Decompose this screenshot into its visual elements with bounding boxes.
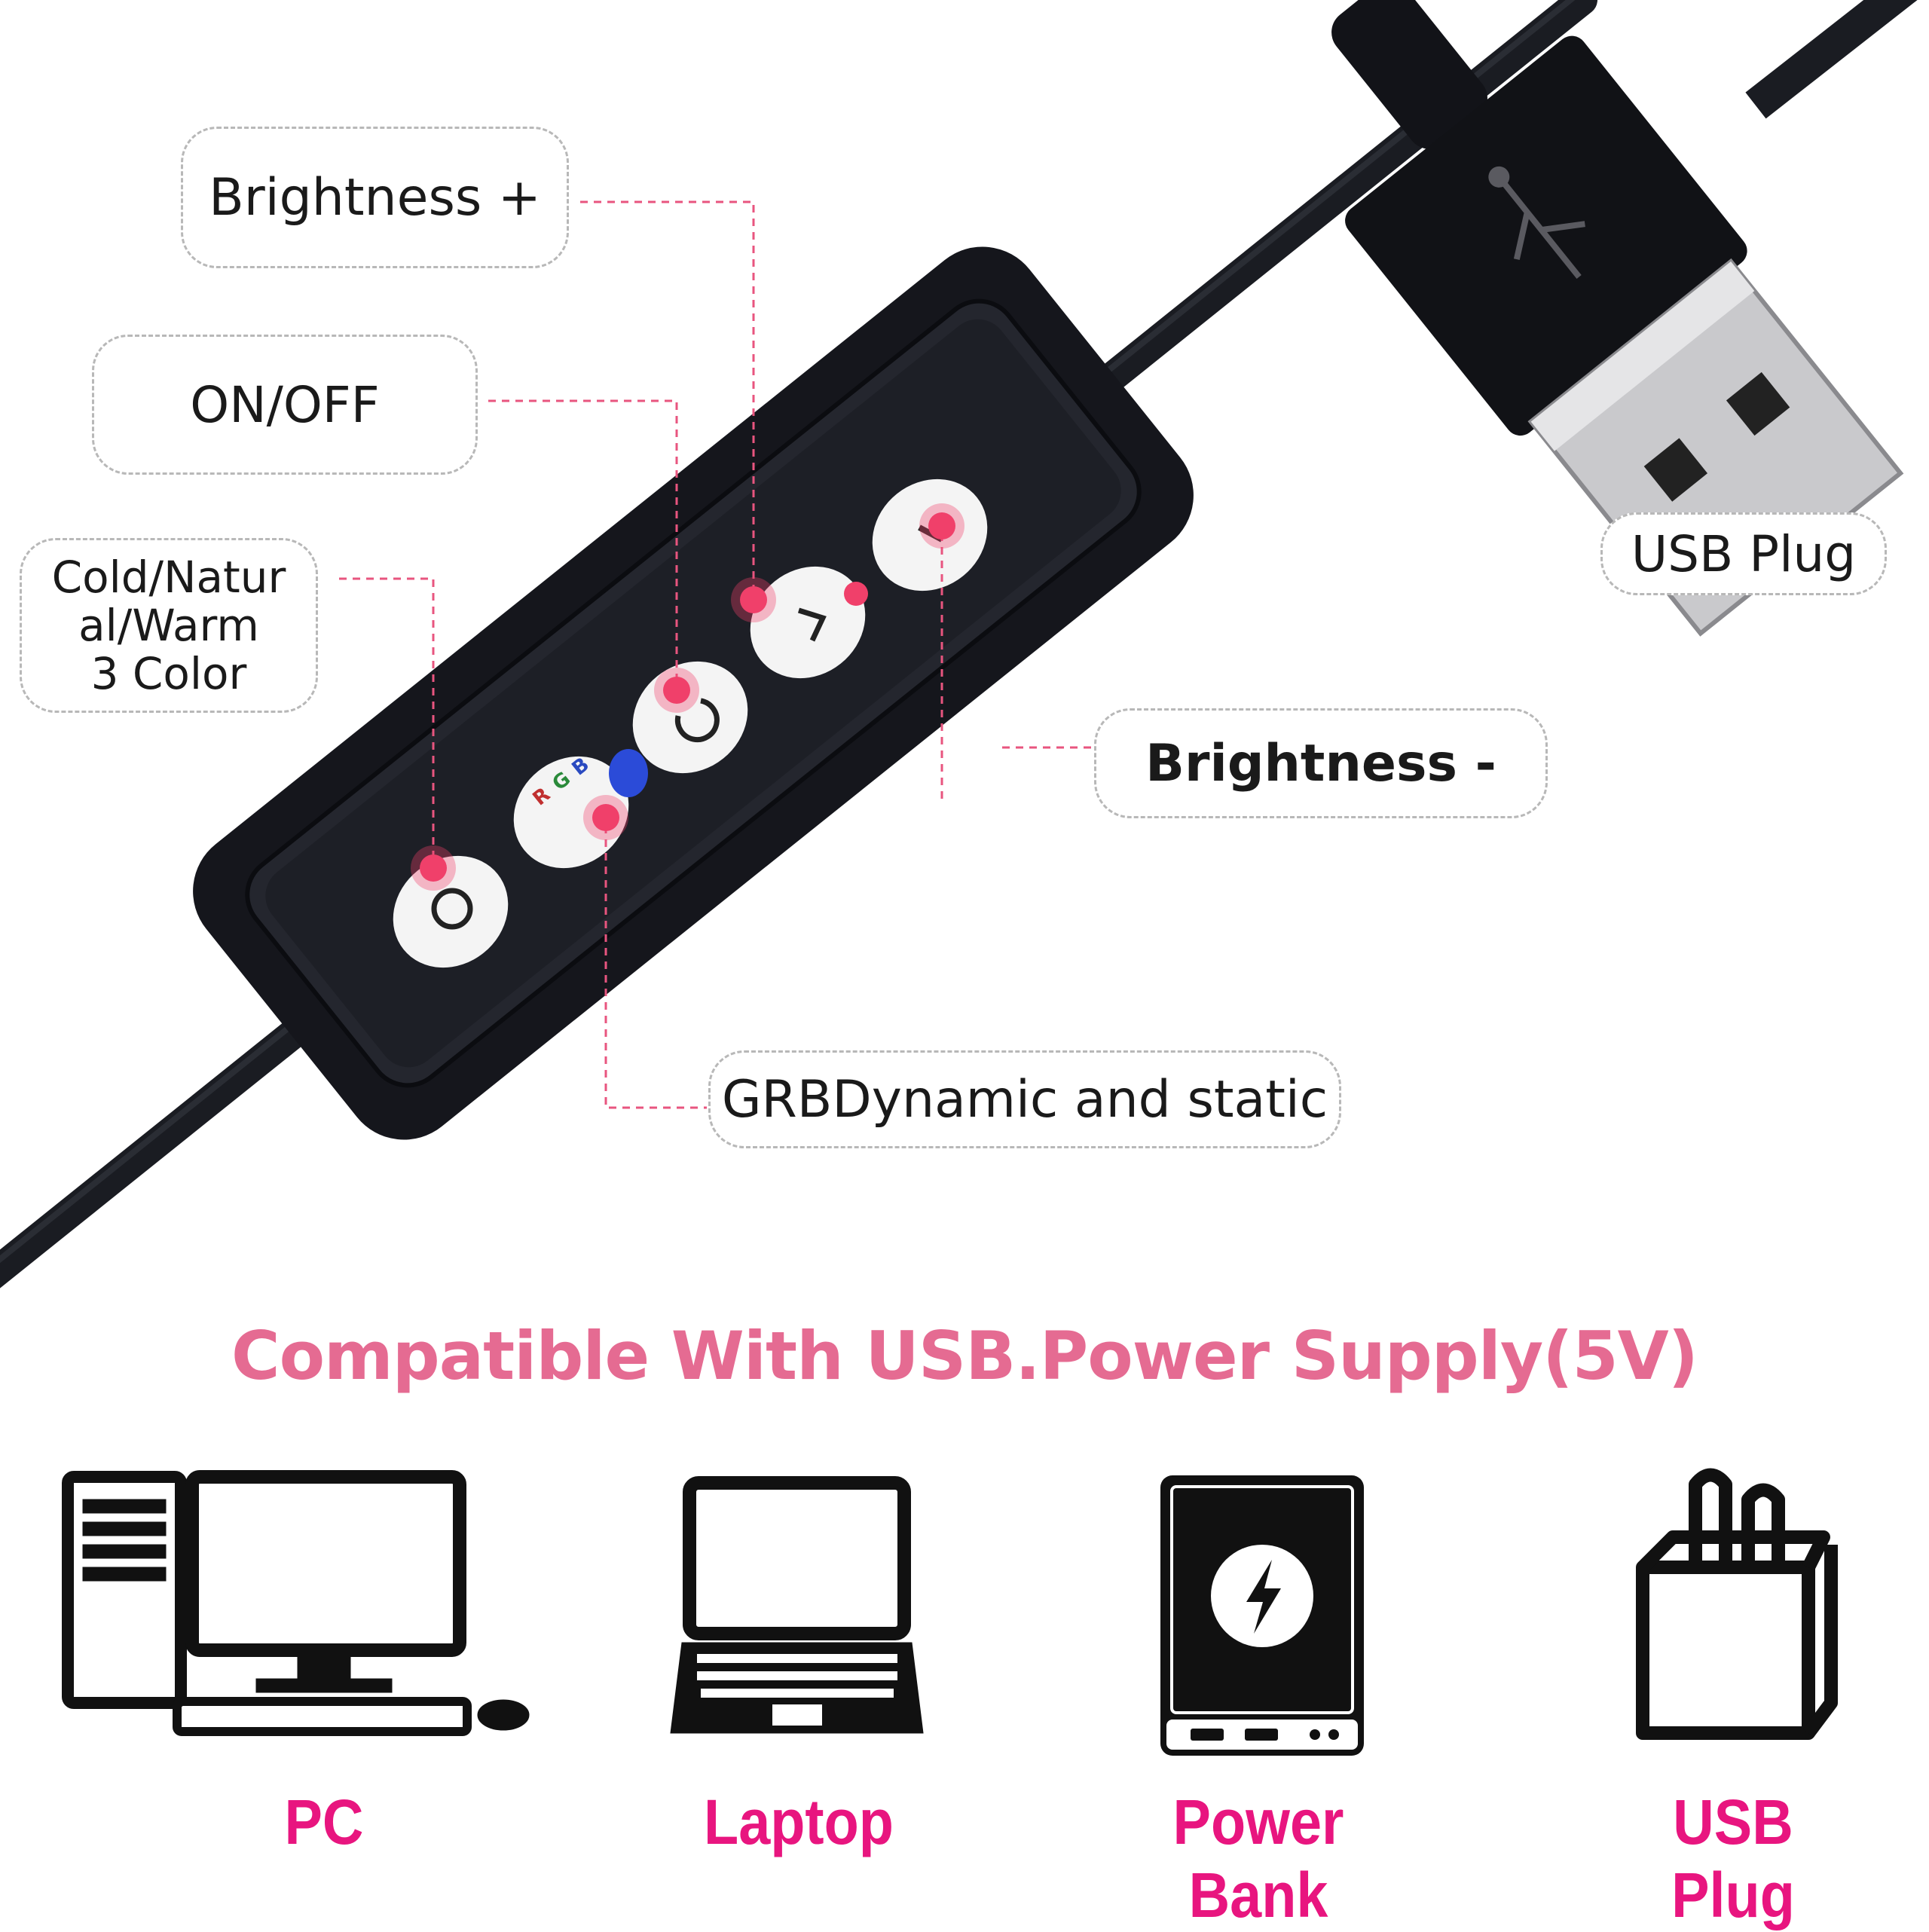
on-off-label: ON/OFF (190, 375, 380, 434)
color-mode-line-3: 3 Color (90, 648, 247, 699)
color-mode-callout: Cold/Natur al/Warm 3 Color (20, 538, 318, 713)
indicator-led (609, 749, 648, 797)
power-bank-icon (1160, 1475, 1364, 1756)
compatibility-headline: Compatible With USB.Power Supply(5V) (231, 1317, 1698, 1395)
usb-plug-label: USB Plug (1631, 524, 1857, 583)
device-label-pc: PC (284, 1787, 364, 1857)
controller-buttons: R G B (393, 478, 988, 968)
brightness-minus-callout: Brightness - (1094, 708, 1548, 818)
desktop-pc-icon (62, 1470, 530, 1736)
rgb-button (513, 756, 629, 869)
rgb-mode-callout: GRBDynamic and static (708, 1050, 1341, 1148)
brightness-plus-callout: Brightness + (181, 127, 569, 268)
on-off-callout: ON/OFF (92, 335, 478, 475)
rgb-mode-label: GRBDynamic and static (721, 1069, 1328, 1130)
laptop-icon (670, 1476, 924, 1734)
brightness-plus-label: Brightness + (209, 167, 541, 228)
power-button (632, 661, 748, 774)
usb-plug-illustration (1331, 0, 1904, 637)
device-label-laptop: Laptop (704, 1787, 894, 1857)
leader-lines (339, 200, 1093, 1109)
color-mode-line-2: al/Warm (78, 600, 259, 651)
brightness-minus-label: Brightness - (1145, 733, 1496, 793)
device-label-power-bank: Power Bank (1172, 1787, 1344, 1930)
device-label-usb-plug: USB Plug (1671, 1787, 1795, 1930)
wall-plug-icon (1636, 1468, 1838, 1740)
usb-plug-callout: USB Plug (1600, 512, 1887, 595)
mode-button (393, 855, 509, 968)
brightness-up-button (750, 566, 866, 679)
hotspot-markers (411, 503, 964, 891)
color-mode-line-1: Cold/Natur (51, 552, 286, 603)
